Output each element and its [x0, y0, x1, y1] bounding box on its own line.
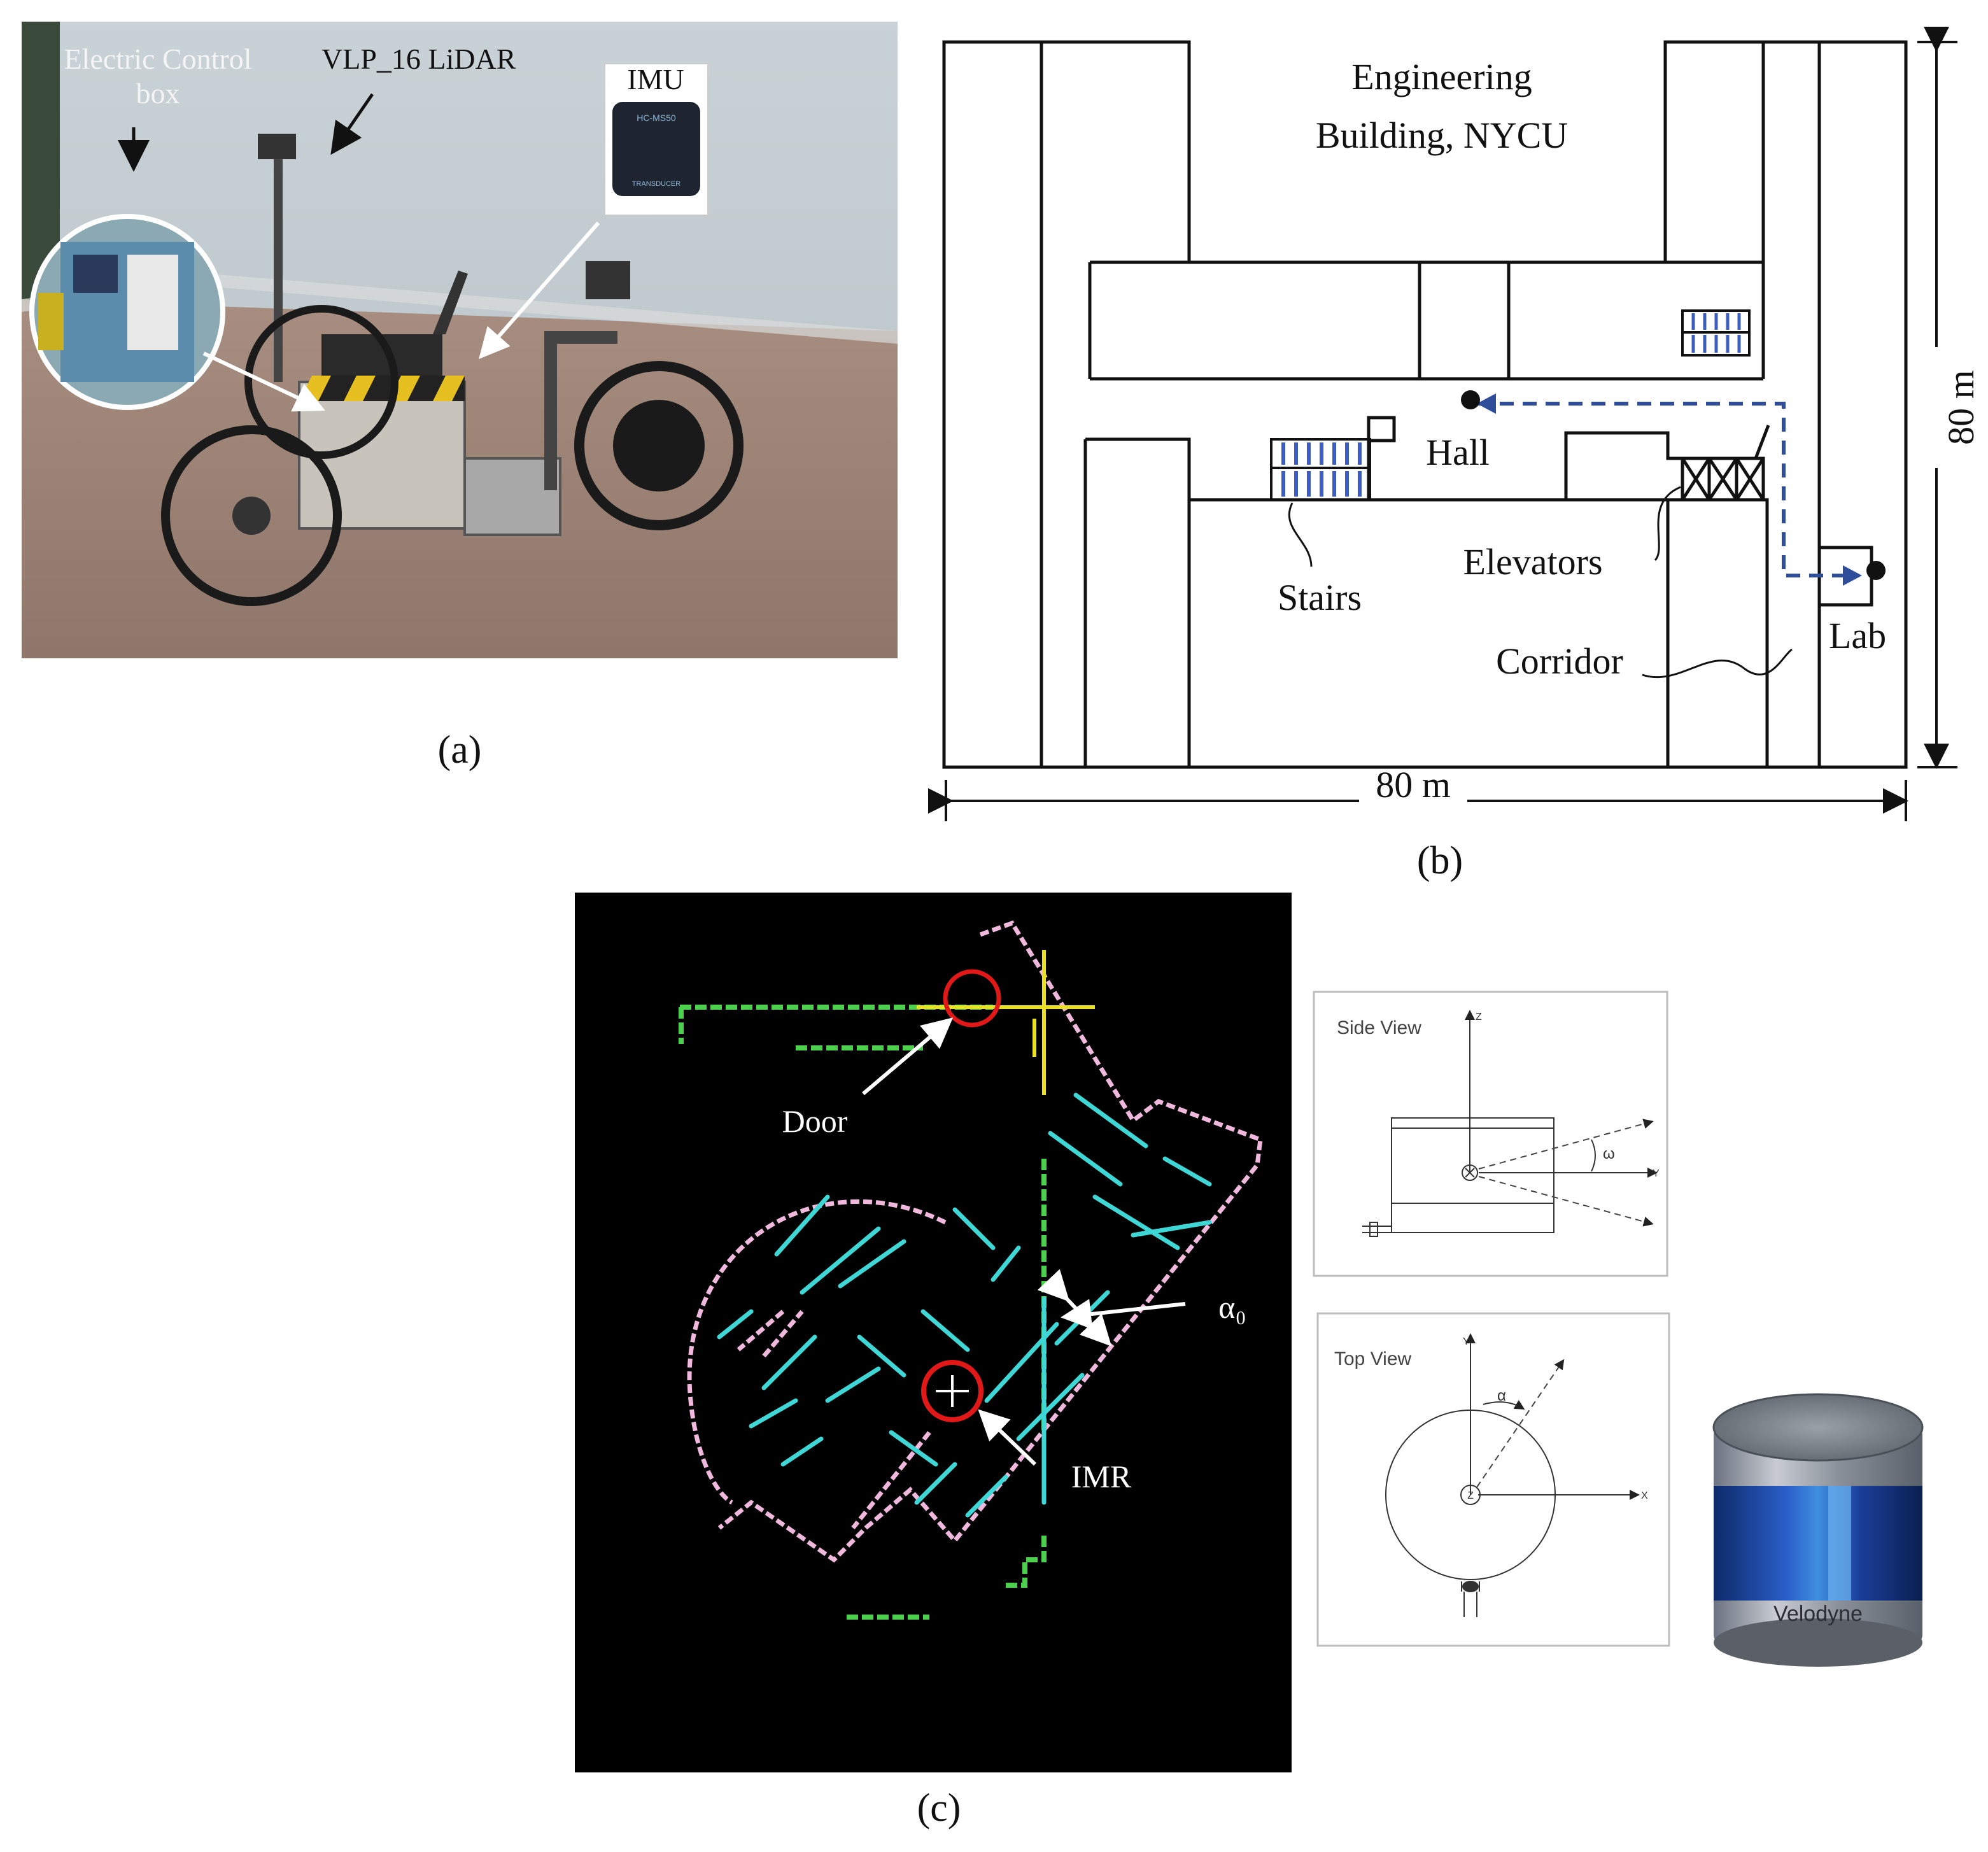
door-marker — [943, 969, 1001, 1028]
building-outline — [942, 40, 1908, 769]
lidar-arrow — [330, 93, 374, 155]
stairs-label: Stairs — [1278, 577, 1362, 618]
top-view-title: Top View — [1334, 1348, 1412, 1369]
panel-a-label: (a) — [438, 728, 482, 772]
imr-marker — [921, 1360, 983, 1422]
lab-label: Lab — [1829, 615, 1886, 656]
electric-control-label-line2: box — [136, 77, 180, 110]
corridor-label: Corridor — [1496, 640, 1623, 682]
imr-arrow — [978, 1409, 1037, 1466]
imu-device-bottom-text: TRANSDUCER — [632, 180, 680, 188]
imu-arrow — [479, 222, 600, 360]
alpha-span-arrow — [1037, 1269, 1112, 1347]
stairs-leader — [1288, 502, 1313, 567]
width-dimension-label: 80 m — [1376, 764, 1451, 805]
imu-device-top-text: HC-MS50 — [637, 113, 676, 123]
door-arrow — [862, 1017, 954, 1096]
door-label: Door — [782, 1103, 848, 1139]
alpha-label: α₀ — [1218, 1289, 1246, 1325]
velodyne-sensor-image: Velodyne — [1712, 1393, 1924, 1667]
dimension-lines — [928, 27, 1957, 821]
top-view-diagram: Top View Y X Z α — [1316, 1312, 1670, 1647]
imu-label: IMU — [627, 63, 684, 95]
building-title-line1: Engineering — [1351, 56, 1532, 97]
point-cloud-map — [575, 893, 1292, 1772]
top-view-alpha: α — [1497, 1387, 1506, 1404]
panel-b — [942, 40, 1908, 769]
height-dimension-label: 80 m — [1940, 370, 1982, 445]
top-view-z: Z — [1467, 1490, 1474, 1501]
path-start-dot — [1461, 390, 1480, 409]
top-view-x: X — [1641, 1490, 1648, 1501]
elevators-label: Elevators — [1463, 541, 1602, 583]
imr-label: IMR — [1071, 1459, 1132, 1494]
electric-control-label-line1: Electric Control — [64, 43, 251, 75]
robot-photo: HC-MS50 TRANSDUCER — [22, 22, 898, 658]
side-view-diagram: Side View Z Y ω — [1313, 991, 1668, 1277]
robot-path — [1461, 390, 1886, 586]
velodyne-logo: Velodyne — [1773, 1602, 1863, 1626]
side-view-title: Side View — [1337, 1017, 1421, 1038]
stairs-icon — [1270, 438, 1371, 501]
path-end-dot — [1866, 561, 1886, 580]
pink-wall-main — [717, 920, 1263, 1563]
elevators-leader — [1654, 486, 1681, 562]
hall-square — [1367, 416, 1396, 442]
stairs-upper-icon — [1681, 309, 1751, 357]
top-view-y: Y — [1463, 1336, 1470, 1347]
side-view-omega: ω — [1603, 1145, 1615, 1163]
side-view-z: Z — [1476, 1012, 1482, 1022]
panel-c-label: (c) — [917, 1786, 961, 1830]
side-view-y: Y — [1653, 1168, 1660, 1179]
pink-wall-arc — [687, 1199, 947, 1505]
lidar-label: VLP_16 LiDAR — [321, 43, 516, 75]
control-box-arrow — [202, 351, 325, 412]
hall-label: Hall — [1426, 432, 1490, 473]
panel-b-label: (b) — [1417, 839, 1463, 882]
corridor-leader — [1642, 648, 1793, 679]
panel-a: HC-MS50 TRANSDUCER Electric Control box … — [22, 22, 898, 772]
building-title-line2: Building, NYCU — [1316, 115, 1568, 156]
elevators-icon — [1681, 425, 1770, 502]
